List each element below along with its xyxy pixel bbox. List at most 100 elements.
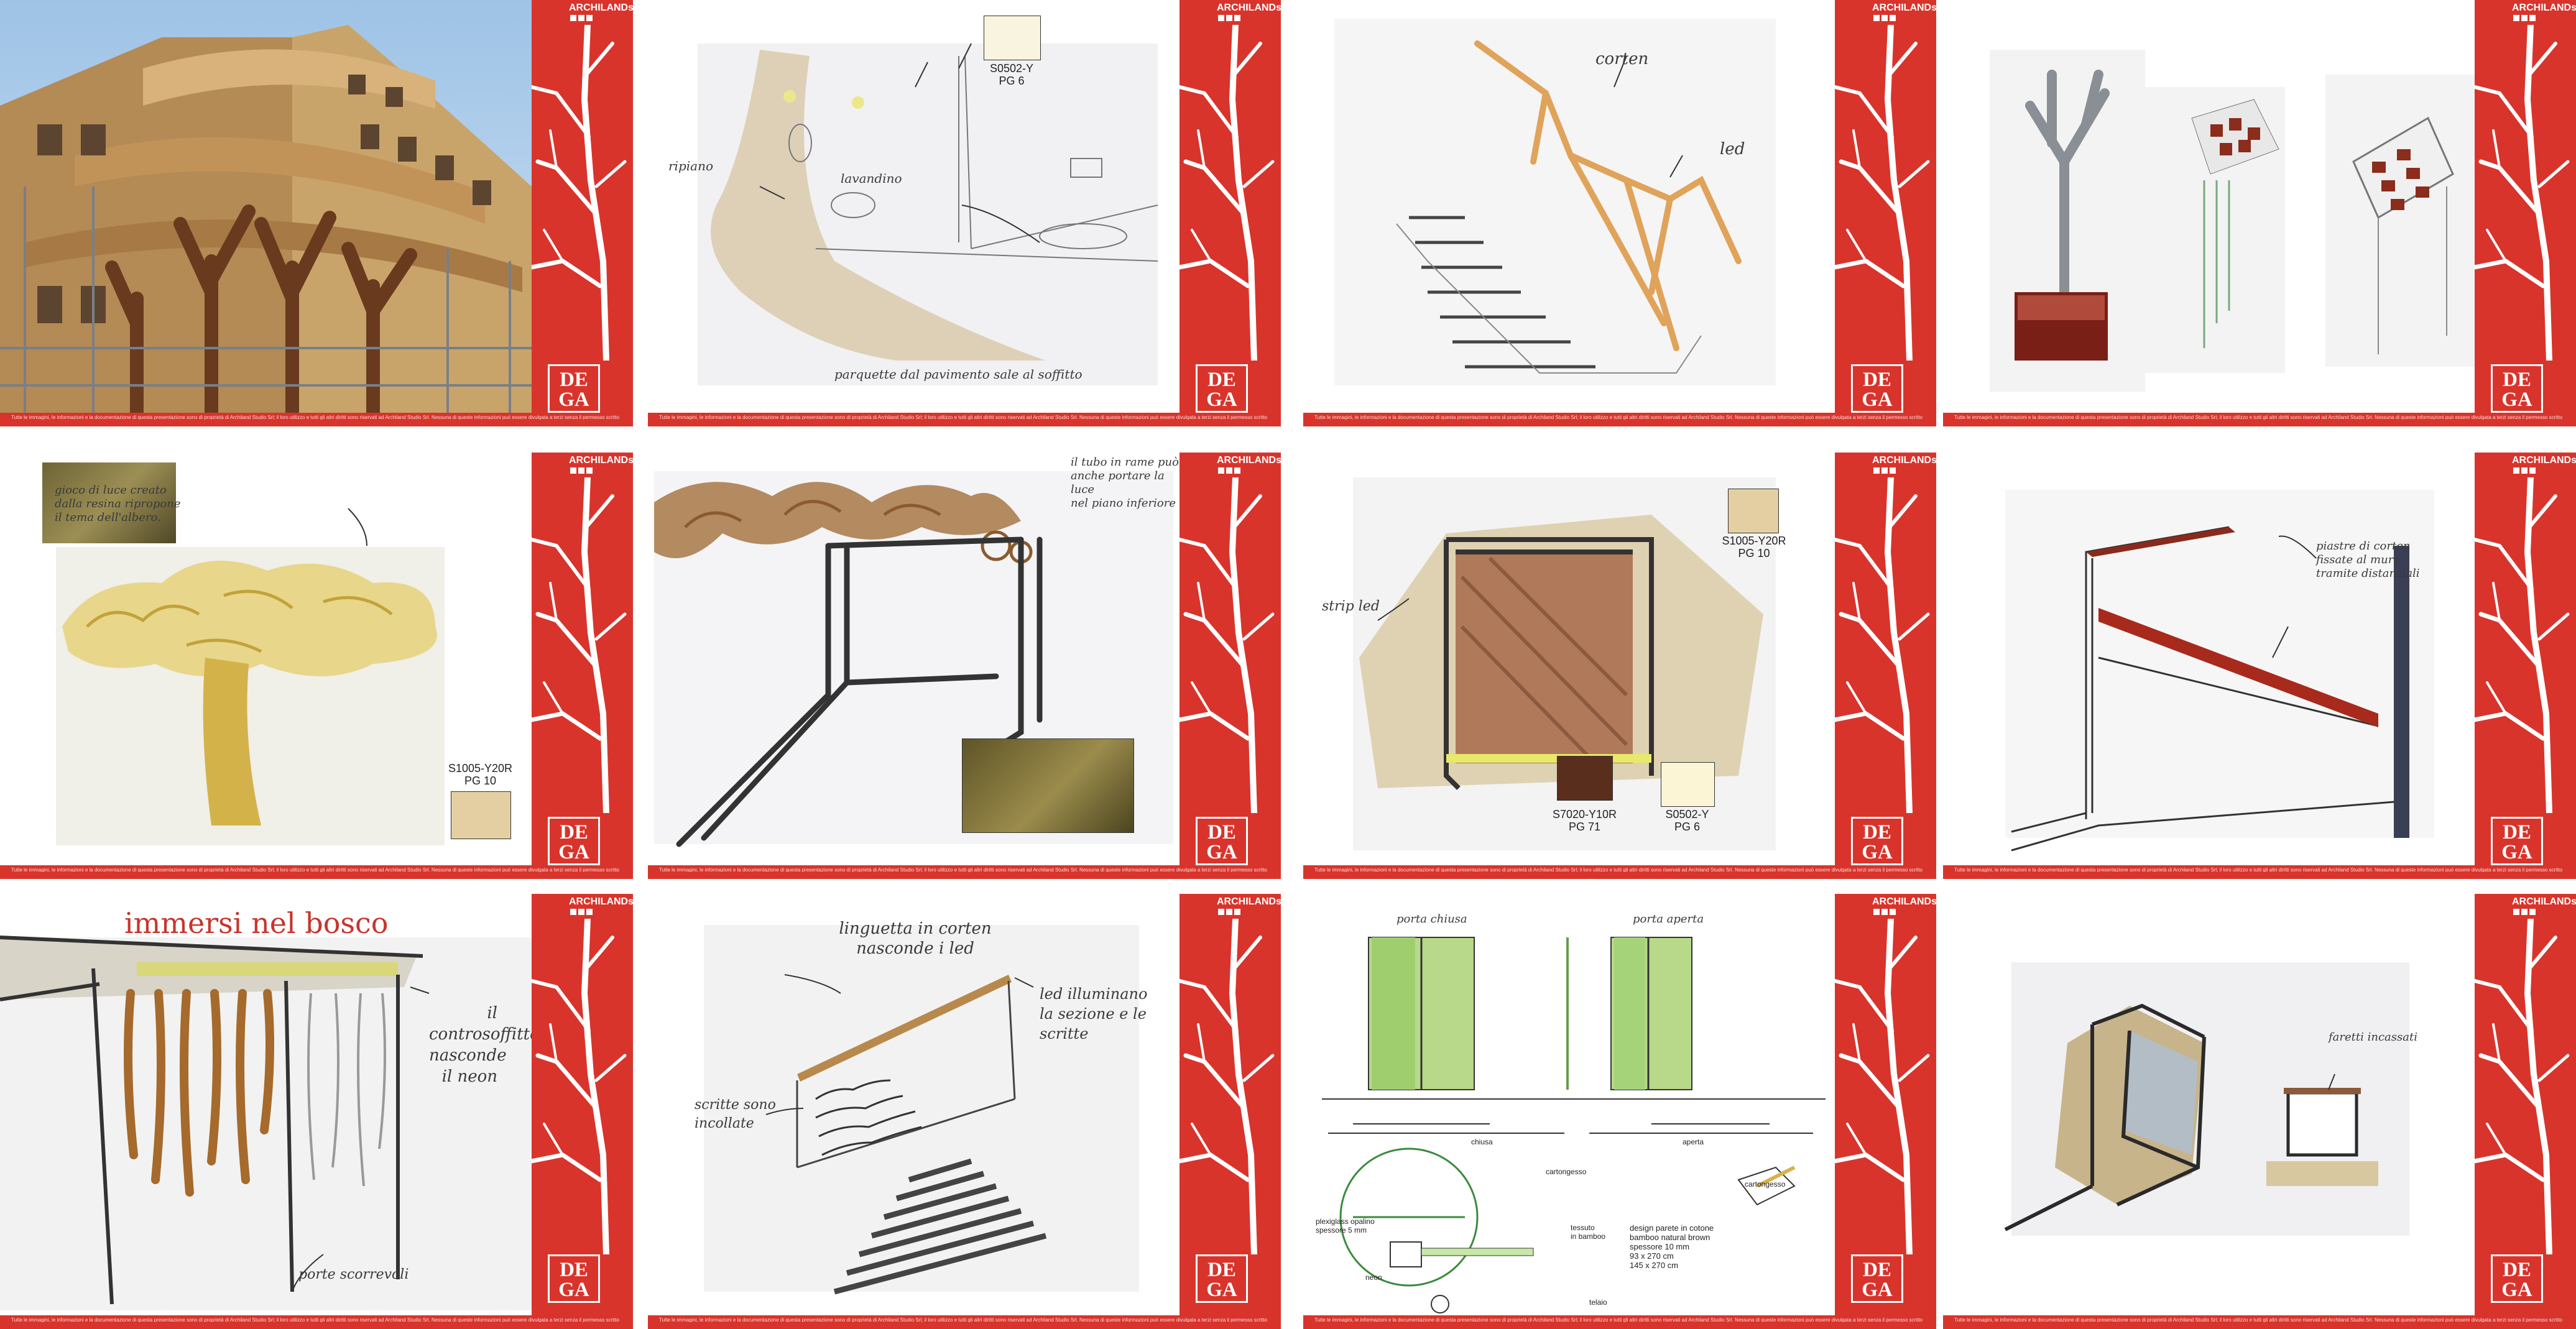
tree-icon xyxy=(2475,477,2570,813)
panel-corten-plates: piastre di corten fissate al muro tramit… xyxy=(1943,453,2576,879)
tree-icon xyxy=(532,919,627,1254)
swatch-code: S0502-Y xyxy=(989,62,1034,75)
label-design-specs: design parete in cotone bamboo natural b… xyxy=(1630,1223,1714,1270)
dega-logo-line1: DE xyxy=(1863,821,1891,844)
label-cartongesso: cartongesso xyxy=(1546,1167,1587,1176)
note-copper-tube: il tubo in rame può anche portare la luc… xyxy=(1071,456,1179,510)
dega-logo-line2: GA xyxy=(2501,389,2532,411)
building-illustration xyxy=(0,25,532,426)
panel-title-immersi: immersi nel bosco xyxy=(124,906,389,940)
label-aperta: aperta xyxy=(1683,1138,1704,1146)
corten-plates-sketch: piastre di corten fissate al muro tramit… xyxy=(1943,453,2475,879)
footer-strip: Tutte le immagini, le informazioni e la … xyxy=(1943,413,2576,426)
dega-logo-line2: GA xyxy=(2501,841,2532,863)
swatch1-code: S1005-Y20R xyxy=(1722,535,1786,547)
footer-strip: Tutte le immagini, le informazioni e la … xyxy=(0,1315,633,1329)
dega-logo-line2: GA xyxy=(1862,1279,1893,1301)
label-corten: corten xyxy=(1595,50,1649,68)
corten-plates-drawing xyxy=(2011,526,2410,852)
copper-tube-sketch: il tubo in rame può anche portare la luc… xyxy=(648,453,1180,879)
swatch3-code: S0502-Y xyxy=(1665,808,1709,821)
swatch2-code: S7020-Y10R xyxy=(1552,808,1617,821)
dega-logo-line1: DE xyxy=(560,821,588,844)
building-photo xyxy=(0,0,532,426)
footer-disclaimer: Tutte le immagini, le informazioni e la … xyxy=(11,868,621,872)
studio-logo: ARCHILANDstudio xyxy=(1872,896,1936,907)
footer-disclaimer: Tutte le immagini, le informazioni e la … xyxy=(1314,868,1924,872)
tree-icon xyxy=(1835,919,1930,1254)
swatch-code: S1005-Y20R xyxy=(448,762,513,775)
label-led: led xyxy=(1720,140,1745,159)
dega-logo-line2: GA xyxy=(558,841,589,863)
dega-logo-line1: DE xyxy=(2503,821,2531,844)
label-strip-led: strip led xyxy=(1322,599,1380,614)
resin-texture-photo xyxy=(42,462,176,543)
label-chiusa: chiusa xyxy=(1471,1138,1493,1146)
color-swatch-s0502y xyxy=(1661,762,1715,807)
color-swatch-s1005y20r xyxy=(451,791,511,839)
footer-disclaimer: Tutte le immagini, le informazioni e la … xyxy=(11,1318,621,1322)
tree-icon xyxy=(2475,25,2570,361)
footer-disclaimer: Tutte le immagini, le informazioni e la … xyxy=(659,1318,1268,1322)
corten-writing-sketch: linguetta in corten nasconde i led led i… xyxy=(648,894,1180,1329)
footer-strip: Tutte le immagini, le informazioni e la … xyxy=(0,865,633,879)
label-porta-aperta: porta aperta xyxy=(1633,913,1704,926)
note-corten-plates: piastre di corten fissate al muro tramit… xyxy=(2316,540,2420,580)
objects-drawing xyxy=(2015,70,2454,361)
strip-led-door-sketch: strip led S1005-Y20R PG 10 S7020-Y10R PG… xyxy=(1303,453,1835,879)
note-ceiling: il controsoffitto nasconde il neon xyxy=(429,1004,532,1086)
footer-strip: Tutte le immagini, le informazioni e la … xyxy=(648,413,1281,426)
bathroom-drawing xyxy=(711,43,1158,361)
dega-logo-line1: DE xyxy=(2503,1259,2531,1281)
tree-icon xyxy=(2475,919,2570,1254)
studio-logo: ARCHILANDstudio xyxy=(1217,455,1281,466)
footer-strip: Tutte le immagini, le informazioni e la … xyxy=(648,865,1281,879)
forest-door-drawing xyxy=(0,936,430,1305)
footer-disclaimer: Tutte le immagini, le informazioni e la … xyxy=(659,868,1268,872)
dega-logo-line1: DE xyxy=(1207,369,1236,391)
stair-drawing xyxy=(1396,40,1742,374)
spotlights-sketch: faretti incassati xyxy=(1943,894,2475,1329)
swatch-sub: PG 10 xyxy=(464,775,497,787)
panel-copper-tube: il tubo in rame può anche portare la luc… xyxy=(648,453,1281,879)
tree-icon xyxy=(1180,25,1275,361)
footer-disclaimer: Tutte le immagini, le informazioni e la … xyxy=(1314,1318,1924,1322)
swatch1-sub: PG 10 xyxy=(1738,547,1770,559)
label-neon: neon xyxy=(1365,1273,1382,1282)
tree-icon xyxy=(1835,25,1930,361)
footer-strip: Tutte le immagini, le informazioni e la … xyxy=(648,1315,1281,1329)
resin-tree-sketch: gioco di luce creato dalla resina riprop… xyxy=(0,453,532,879)
studio-logo: ARCHILANDstudio xyxy=(569,896,633,907)
footer-disclaimer: Tutte le immagini, le informazioni e la … xyxy=(11,415,621,420)
studio-logo: ARCHILANDstudio xyxy=(569,455,633,466)
copper-texture-photo xyxy=(962,738,1134,833)
dega-logo-line2: GA xyxy=(558,389,589,411)
footer-strip: Tutte le immagini, le informazioni e la … xyxy=(1943,1315,2576,1329)
panel-immersi-bosco: immersi nel bosco il controsoffitto nasc… xyxy=(0,894,633,1329)
spotlights-drawing xyxy=(2004,1003,2378,1231)
label-telaio: telaio xyxy=(1589,1298,1607,1307)
dega-logo-line1: DE xyxy=(1863,369,1891,391)
panel-door-detail: porta chiusa porta aperta chiusa aperta … xyxy=(1303,894,1936,1329)
tree-icon xyxy=(532,477,627,813)
swatch2-sub: PG 71 xyxy=(1568,821,1601,833)
studio-logo: ARCHILANDstudio xyxy=(2512,896,2576,907)
studio-logo: ARCHILANDstudio xyxy=(2512,455,2576,466)
label-lavandino: lavandino xyxy=(841,171,902,186)
